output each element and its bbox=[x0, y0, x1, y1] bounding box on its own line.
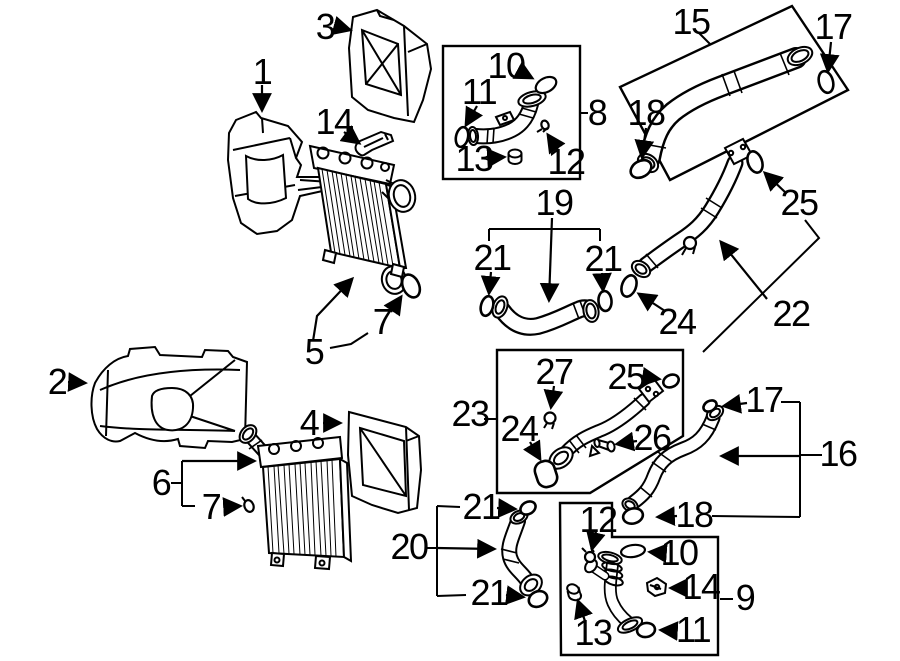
callout-6: 6 bbox=[151, 462, 172, 503]
oring-21-hose20-top bbox=[519, 500, 537, 516]
callout-18-top: 18 bbox=[627, 92, 666, 133]
oring-18-top bbox=[629, 158, 653, 180]
oring-7-lower bbox=[241, 496, 255, 513]
callout-10-box8: 10 bbox=[487, 45, 526, 86]
part-2-air-duct bbox=[90, 345, 249, 450]
callout-18-mid: 18 bbox=[675, 494, 714, 535]
bolt-26 bbox=[593, 438, 616, 453]
callout-26: 26 bbox=[633, 417, 672, 458]
callout-12-box8: 12 bbox=[547, 141, 586, 182]
part-14-bracket-top bbox=[354, 130, 395, 157]
gasket-24-box23 bbox=[533, 459, 559, 489]
callout-4: 4 bbox=[299, 402, 320, 443]
callout-7-lower: 7 bbox=[201, 486, 222, 527]
part-5-intercooler bbox=[308, 144, 417, 295]
clamp-27 bbox=[543, 411, 557, 425]
callout-7-upper: 7 bbox=[372, 301, 393, 342]
callout-13-box8: 13 bbox=[455, 138, 494, 179]
oring-11-box9 bbox=[635, 621, 657, 639]
callout-15: 15 bbox=[672, 1, 711, 42]
callout-25-box23: 25 bbox=[607, 356, 646, 397]
hose-16-group bbox=[621, 399, 725, 525]
clamp-12-box9 bbox=[583, 550, 597, 564]
oring-21-hose20-bottom bbox=[527, 589, 549, 609]
callout-24-box23: 24 bbox=[500, 408, 539, 449]
oring-21-hose19-left bbox=[479, 294, 495, 318]
part-6-intercooler bbox=[238, 424, 353, 571]
callout-9: 9 bbox=[735, 577, 756, 618]
callout-25-outer: 25 bbox=[780, 182, 819, 223]
bracket-14-box9 bbox=[645, 576, 668, 598]
callout-5: 5 bbox=[304, 331, 325, 372]
callout-23: 23 bbox=[451, 393, 490, 434]
box-15-group bbox=[618, 4, 850, 182]
callout-21-hose19-left: 21 bbox=[473, 237, 512, 278]
callout-27: 27 bbox=[535, 351, 574, 392]
callout-17-top: 17 bbox=[814, 6, 853, 47]
callout-12-box9: 12 bbox=[579, 499, 618, 540]
hose-22-group bbox=[620, 137, 764, 298]
callout-10-box9: 10 bbox=[660, 532, 699, 573]
callout-8: 8 bbox=[587, 92, 608, 133]
hose-20-group bbox=[500, 500, 549, 609]
oring-7-upper bbox=[400, 273, 422, 299]
callout-1: 1 bbox=[252, 51, 273, 92]
callout-21-hose19-right: 21 bbox=[584, 238, 623, 279]
leader-lines bbox=[67, 16, 840, 641]
oring-25-box23 bbox=[662, 373, 680, 389]
callout-22: 22 bbox=[772, 293, 811, 334]
part-3-fan-shroud bbox=[347, 8, 433, 124]
callout-21-hose20-top: 21 bbox=[462, 486, 501, 527]
callout-19: 19 bbox=[535, 182, 574, 223]
callout-11-box9: 11 bbox=[675, 609, 712, 650]
box-23-group bbox=[495, 348, 685, 495]
callout-24-outer: 24 bbox=[658, 301, 697, 342]
part-1-air-duct bbox=[226, 110, 338, 236]
oring-21-hose19-right bbox=[597, 289, 613, 313]
callout-11-box8: 11 bbox=[461, 71, 498, 112]
callout-13-box9: 13 bbox=[574, 612, 613, 653]
oring-10-box9 bbox=[619, 543, 647, 559]
part-4-fan-shroud bbox=[346, 410, 423, 515]
oring-11-box8 bbox=[454, 125, 470, 149]
oring-10-box8 bbox=[534, 75, 558, 95]
oring-25-outer bbox=[746, 150, 764, 174]
oring-18-mid bbox=[621, 507, 645, 525]
callout-14-box9: 14 bbox=[682, 566, 721, 607]
callout-3: 3 bbox=[315, 6, 336, 47]
callout-20: 20 bbox=[390, 526, 429, 567]
callout-17-mid: 17 bbox=[745, 379, 784, 420]
callout-21-hose20-bottom: 21 bbox=[470, 572, 509, 613]
callout-2: 2 bbox=[47, 361, 68, 402]
oring-17-mid bbox=[702, 399, 718, 413]
hose-19-group bbox=[479, 289, 613, 336]
callout-14-top: 14 bbox=[315, 101, 354, 142]
callout-16: 16 bbox=[819, 433, 858, 474]
oring-24-outer bbox=[620, 274, 638, 298]
